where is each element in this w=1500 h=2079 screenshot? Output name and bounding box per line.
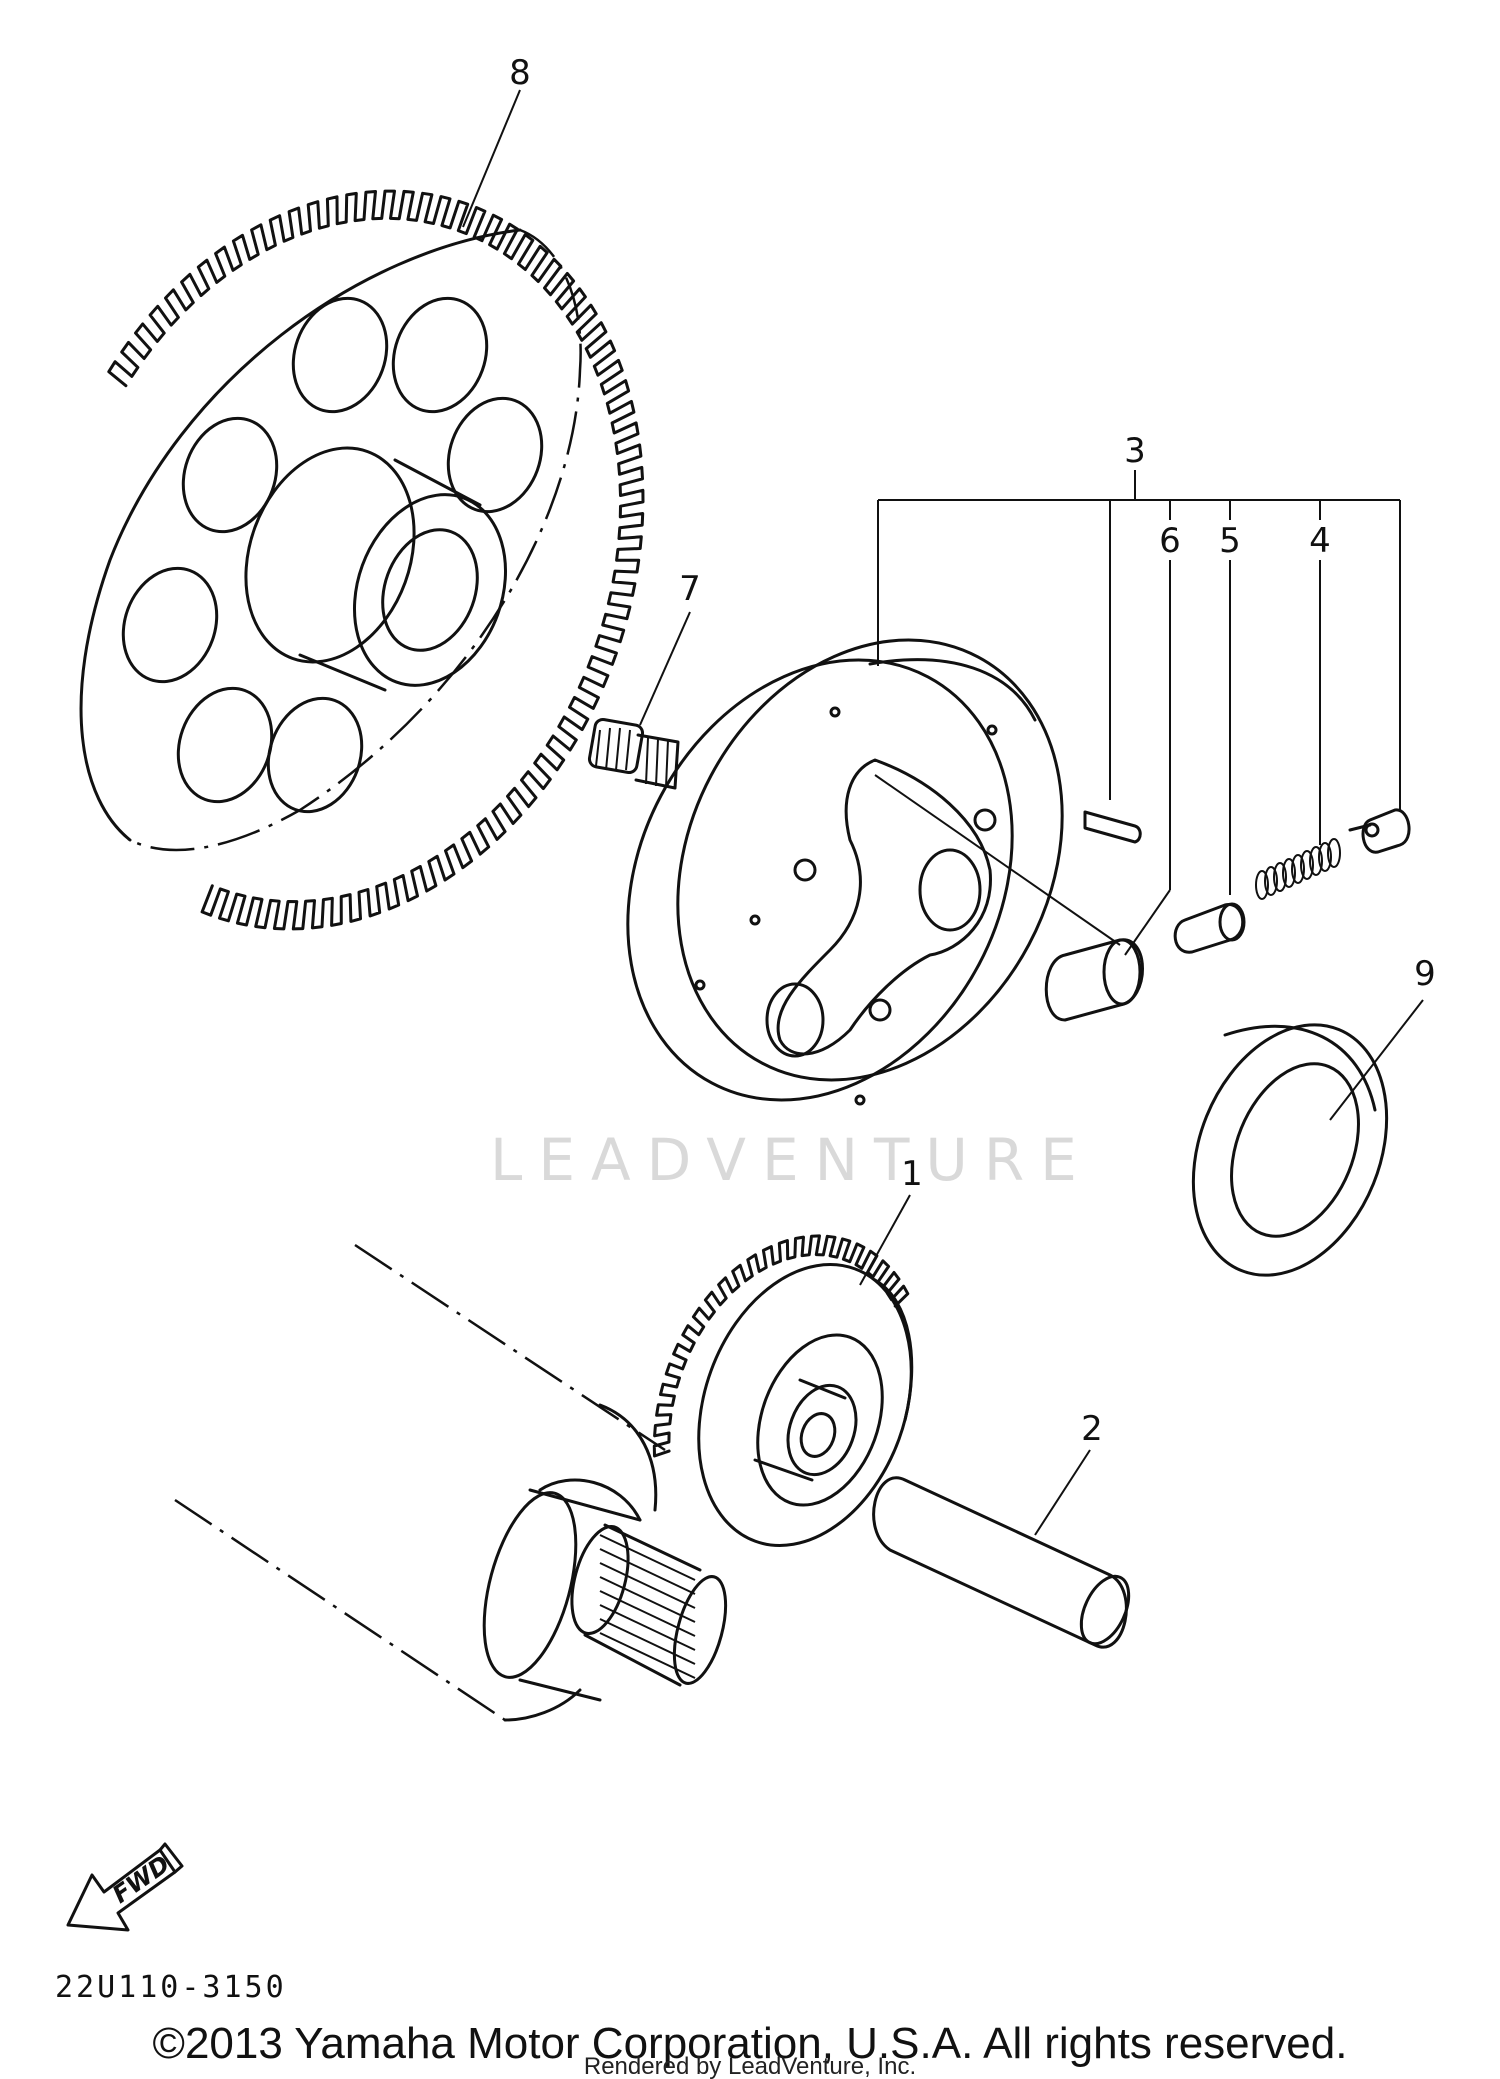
pinion-spline <box>599 1632 696 1679</box>
pinion-end <box>672 1575 728 1685</box>
spring-coil <box>1264 866 1278 896</box>
callout-5: 5 <box>1219 521 1241 561</box>
pinion-spline <box>599 1534 696 1581</box>
spring-cap <box>1348 800 1411 854</box>
spring-coil <box>1300 850 1314 880</box>
ring-gear-hub <box>244 446 508 692</box>
spring-coil <box>1255 870 1269 900</box>
callout-2: 2 <box>1081 1409 1103 1449</box>
callout-7: 7 <box>679 569 701 609</box>
pinion-spline <box>599 1548 696 1595</box>
watermark-text: LEADVENTURE <box>490 1126 1093 1194</box>
copyright-text: ©2013 Yamaha Motor Corporation, U.S.A. A… <box>153 2019 1348 2068</box>
part-3-group-bracket <box>877 470 1401 800</box>
pin-small <box>1083 810 1142 844</box>
callout-6: 6 <box>1159 521 1181 561</box>
fwd-arrow-badge: FWD <box>66 1842 184 1932</box>
callout-leaders <box>462 89 1424 1536</box>
diagram-code: 22U110-3150 <box>55 1970 287 2005</box>
ring-gear-teeth-outline <box>107 189 645 931</box>
part-5-plunger <box>1173 560 1246 954</box>
part-9-washer <box>1191 1023 1389 1277</box>
ring-gear-teeth <box>107 189 645 931</box>
rendered-by-text: Rendered by LeadVenture, Inc. <box>584 2053 916 2079</box>
spring-coil <box>1309 846 1323 876</box>
part-3-starter-clutch-body <box>626 638 1064 1106</box>
assembly-guide-line <box>874 774 1121 946</box>
callout-3: 3 <box>1124 431 1146 471</box>
idler-gear-teeth-outline <box>652 1234 910 1458</box>
spring-coil <box>1318 842 1332 872</box>
part-7-bolt <box>587 717 680 790</box>
part-1-idler-gear <box>652 1234 914 1547</box>
callout-1: 1 <box>901 1154 923 1194</box>
pinion-spline <box>599 1618 696 1665</box>
part-2-shaft <box>872 1476 1131 1649</box>
part-4-spring <box>1255 560 1341 900</box>
spring-coil <box>1273 862 1287 892</box>
callout-4: 4 <box>1309 521 1331 561</box>
spring-coil <box>1327 838 1341 868</box>
spring-coil <box>1282 858 1296 888</box>
starter-motor <box>174 1243 728 1722</box>
ring-gear-holes <box>121 296 544 814</box>
callout-8: 8 <box>509 53 531 93</box>
fwd-label: FWD <box>107 1850 175 1909</box>
part-6-roller <box>1044 560 1171 1022</box>
pinion-spline <box>599 1576 696 1623</box>
spring-coil <box>1291 854 1305 884</box>
part-8-ring-gear <box>79 189 645 931</box>
pinion-spline <box>599 1604 696 1651</box>
callout-9: 9 <box>1414 954 1436 994</box>
pinion-spline <box>599 1562 696 1609</box>
